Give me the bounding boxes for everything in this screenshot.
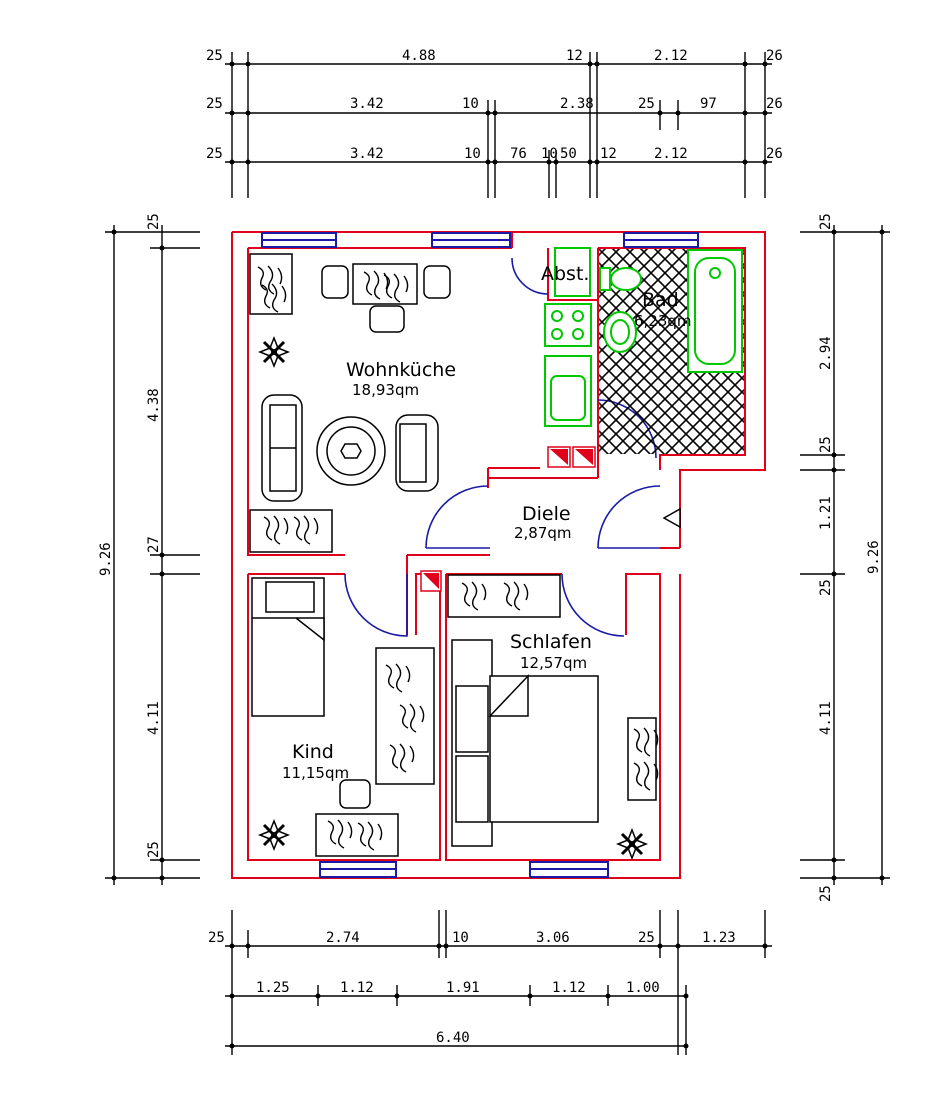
desk-icon bbox=[315, 813, 399, 857]
dining-table bbox=[352, 263, 418, 305]
furniture bbox=[249, 247, 743, 860]
dim-label: 10 bbox=[464, 146, 481, 162]
armchair-icon bbox=[395, 414, 439, 492]
entrance-arrow-icon bbox=[662, 507, 681, 529]
dim-label: 3.42 bbox=[350, 96, 384, 112]
dim-label: 26 bbox=[766, 96, 783, 112]
dim-label: 12 bbox=[566, 48, 583, 64]
chair-icon bbox=[369, 305, 405, 333]
dim-label: 25 bbox=[206, 48, 223, 64]
dim-label: 4.38 bbox=[146, 388, 162, 422]
dim-label: 1.91 bbox=[446, 980, 480, 996]
dim-label: 2.74 bbox=[326, 930, 360, 946]
dim-label: 4.11 bbox=[818, 701, 834, 735]
dim-label: 1.25 bbox=[256, 980, 290, 996]
dimension-labels-bottom: 25 2.74 10 3.06 25 1.23 1.25 1.12 1.91 1… bbox=[208, 930, 736, 1046]
room-labels: Wohnküche 18,93qm Bad 6,23qm Diele 2,87q… bbox=[282, 263, 692, 782]
dimension-labels-right: 25 2.94 25 1.21 25 4.11 25 9.26 bbox=[818, 213, 882, 902]
room-name-diele: Diele bbox=[522, 503, 571, 525]
sofa-icon bbox=[261, 394, 303, 502]
dresser-icon bbox=[447, 574, 561, 618]
dim-label: 97 bbox=[700, 96, 717, 112]
dim-label: 25 bbox=[818, 885, 834, 902]
dim-label: 10 bbox=[462, 96, 479, 112]
dim-label: 25 bbox=[818, 436, 834, 453]
dimension-labels-left: 25 4.38 27 4.11 25 9.26 bbox=[98, 213, 162, 858]
room-area-diele: 2,87qm bbox=[514, 524, 572, 542]
radiator-icon bbox=[420, 446, 596, 592]
dim-label: 2.94 bbox=[818, 336, 834, 370]
dim-label: 1.12 bbox=[340, 980, 374, 996]
wooden-shelf bbox=[627, 717, 657, 801]
chair-icon bbox=[321, 265, 349, 299]
dimension-labels-top: 25 4.88 12 2.12 26 25 3.42 10 2.38 25 97… bbox=[206, 48, 783, 162]
dim-label: 3.06 bbox=[536, 930, 570, 946]
room-area-bad: 6,23qm bbox=[634, 312, 692, 330]
wooden-cabinet bbox=[249, 253, 293, 315]
storage-cabinet bbox=[554, 247, 591, 297]
dim-label: 10 bbox=[452, 930, 469, 946]
coffee-table-icon bbox=[316, 416, 386, 486]
dimension-lines bbox=[105, 52, 890, 1055]
room-name-kind: Kind bbox=[292, 741, 334, 763]
dim-label: 2.38 bbox=[560, 96, 594, 112]
room-area-wohnkueche: 18,93qm bbox=[352, 381, 419, 399]
double-bed-icon bbox=[451, 639, 599, 847]
toilet-icon bbox=[599, 267, 642, 291]
room-name-bad: Bad bbox=[642, 289, 679, 311]
dim-label: 25 bbox=[638, 96, 655, 112]
room-name-wohnkueche: Wohnküche bbox=[346, 359, 456, 381]
dim-label: 9.26 bbox=[866, 540, 882, 574]
dim-label: 1.23 bbox=[702, 930, 736, 946]
dim-label: 2.12 bbox=[654, 146, 688, 162]
dim-label: 25 bbox=[146, 841, 162, 858]
dim-label: 1.00 bbox=[626, 980, 660, 996]
dim-label: 2.12 bbox=[654, 48, 688, 64]
wooden-sideboard bbox=[249, 509, 333, 553]
washbasin-icon bbox=[603, 311, 637, 353]
dim-label: 27 bbox=[146, 536, 162, 553]
bathtub-icon bbox=[687, 249, 743, 373]
dim-label: 25 bbox=[208, 930, 225, 946]
dim-label: 26 bbox=[766, 48, 783, 64]
dim-label: 12 bbox=[600, 146, 617, 162]
dim-label: 25 bbox=[818, 579, 834, 596]
dim-label: 50 bbox=[560, 146, 577, 162]
dim-label: 25 bbox=[206, 96, 223, 112]
windows bbox=[261, 232, 699, 878]
chair-icon bbox=[423, 265, 451, 299]
dim-label: 3.42 bbox=[350, 146, 384, 162]
abst-label: Abst. bbox=[541, 263, 589, 285]
dim-label: 6.40 bbox=[436, 1030, 470, 1046]
dim-label: 25 bbox=[146, 213, 162, 230]
room-area-kind: 11,15qm bbox=[282, 764, 349, 782]
room-area-schlafen: 12,57qm bbox=[520, 654, 587, 672]
dim-label: 4.11 bbox=[146, 701, 162, 735]
dim-label: 4.88 bbox=[402, 48, 436, 64]
stove-icon bbox=[544, 303, 592, 347]
dim-label: 26 bbox=[766, 146, 783, 162]
wardrobe-icon bbox=[375, 647, 435, 785]
dim-label: 25 bbox=[818, 213, 834, 230]
dim-label: 1.21 bbox=[818, 496, 834, 530]
room-name-schlafen: Schlafen bbox=[510, 631, 592, 653]
dim-label: 10 bbox=[541, 146, 558, 162]
bed-icon bbox=[251, 577, 325, 717]
chair-icon bbox=[339, 779, 371, 809]
dim-label: 1.12 bbox=[552, 980, 586, 996]
dim-label: 76 bbox=[510, 146, 527, 162]
dim-label: 9.26 bbox=[98, 542, 114, 576]
dim-label: 25 bbox=[638, 930, 655, 946]
dim-label: 25 bbox=[206, 146, 223, 162]
